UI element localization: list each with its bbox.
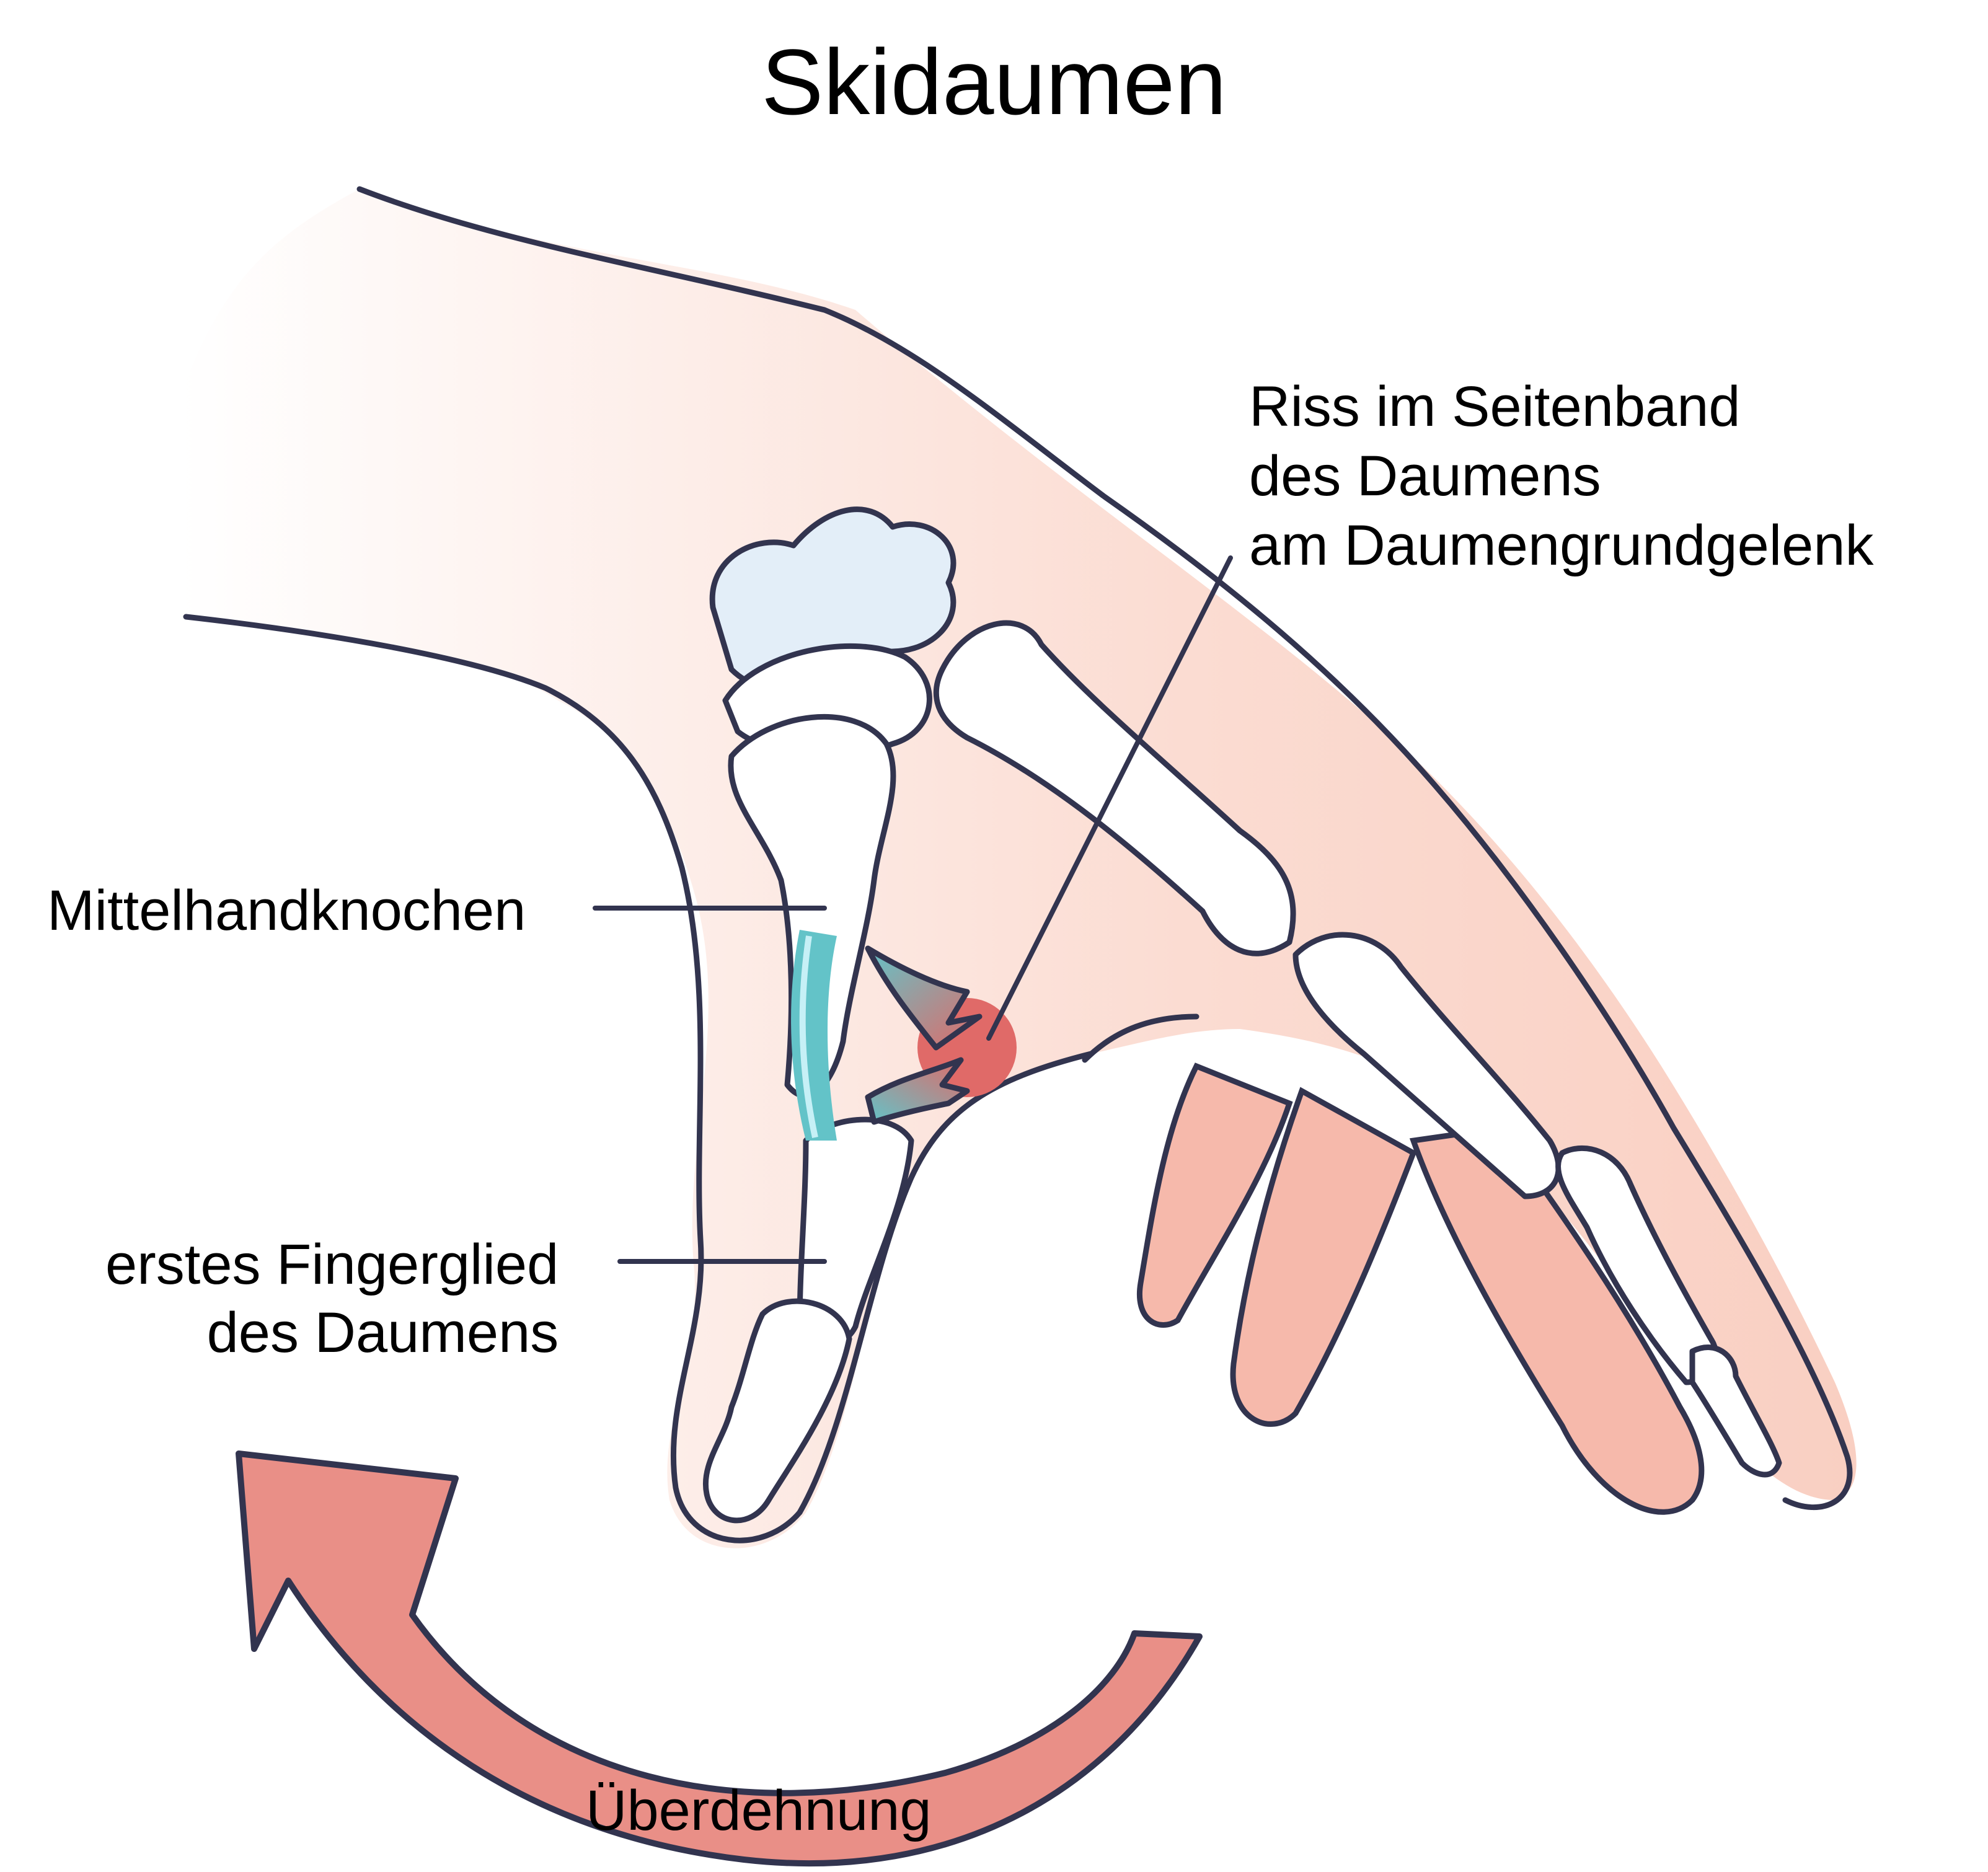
torn-ligament: [865, 945, 1017, 1125]
label-ligament-tear: Riss im Seitenband des Daumens am Daumen…: [1249, 372, 1874, 581]
leader-line-tear: [986, 555, 1233, 1041]
label-first-phalanx-line-2: des Daumens: [206, 1301, 559, 1365]
hyperextension-arrow: [236, 1450, 1203, 1867]
diagram-title: Skidaumen: [761, 30, 1227, 134]
label-hyperextension: Überdehnung: [586, 1779, 932, 1842]
label-ligament-tear-line-2: des Daumens: [1249, 444, 1601, 508]
label-first-phalanx-line-1: erstes Fingerglied: [105, 1233, 559, 1296]
label-metacarpal: Mittelhandknochen: [47, 879, 526, 942]
label-first-phalanx: erstes Fingerglied des Daumens: [105, 1230, 559, 1367]
leader-lines: [593, 555, 1233, 1264]
hand-skin: [180, 186, 1857, 1548]
intact-ligament: [791, 930, 837, 1141]
label-ligament-tear-line-1: Riss im Seitenband: [1249, 375, 1741, 438]
label-ligament-tear-line-3: am Daumengrundgelenk: [1249, 514, 1874, 578]
